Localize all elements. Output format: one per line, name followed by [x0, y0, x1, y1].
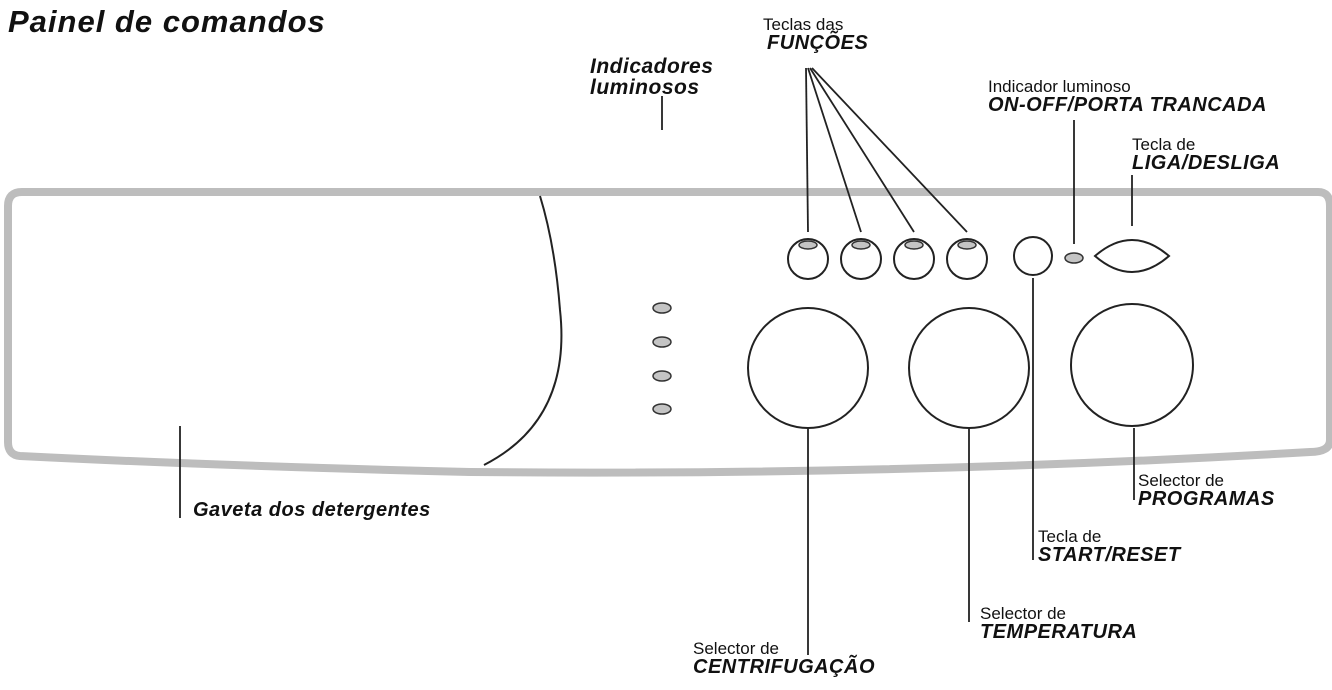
- label-big: TEMPERATURA: [980, 621, 1138, 643]
- indicator-light: [652, 336, 672, 348]
- on-off-door-lock-indicator: [1064, 252, 1084, 264]
- program-selector-knob[interactable]: [1070, 303, 1194, 427]
- label-small: Selector de: [1138, 471, 1224, 490]
- leader-line: [805, 67, 809, 233]
- start-reset-key[interactable]: [1013, 236, 1053, 276]
- label-big: FUNÇÕES: [767, 32, 869, 54]
- leader-line: [807, 67, 862, 233]
- label-big: CENTRIFUGAÇÃO: [693, 656, 876, 678]
- label-indicator-lights-line2: luminosos: [590, 76, 700, 99]
- leader-lines: [179, 67, 1135, 655]
- function-keys: [787, 238, 988, 280]
- power-key[interactable]: [1093, 239, 1171, 273]
- label-spin-selector: Selector de CENTRIFUGAÇÃO: [693, 640, 875, 677]
- detergent-drawer-edge: [483, 195, 563, 466]
- label-big: ON-OFF/PORTA TRANCADA: [988, 94, 1267, 116]
- indicator-light: [652, 403, 672, 415]
- spin-selector-knob[interactable]: [747, 307, 869, 429]
- label-function-keys: Teclas das FUNÇÕES: [763, 16, 868, 53]
- label-power-key: Tecla de LIGA/DESLIGA: [1132, 136, 1280, 173]
- label-temperature-selector: Selector de TEMPERATURA: [980, 605, 1137, 642]
- label-program-selector: Selector de PROGRAMAS: [1138, 472, 1275, 509]
- function-key[interactable]: [840, 238, 882, 280]
- label-indicator-lights-line1: Indicadores: [590, 55, 714, 78]
- function-key[interactable]: [946, 238, 988, 280]
- label-big: START/RESET: [1038, 544, 1181, 566]
- label-small: Tecla de: [1132, 135, 1196, 154]
- function-key[interactable]: [787, 238, 829, 280]
- label-indicator-lights: Indicadores luminosos: [590, 56, 713, 98]
- indicator-light: [652, 302, 672, 314]
- label-big: PROGRAMAS: [1138, 488, 1275, 510]
- label-start-reset-key: Tecla de START/RESET: [1038, 528, 1181, 565]
- temperature-selector-knob[interactable]: [908, 307, 1030, 429]
- label-small: Tecla de: [1038, 527, 1102, 546]
- label-detergent-drawer: Gaveta dos detergentes: [193, 500, 431, 520]
- indicator-lights: [652, 302, 672, 415]
- leader-line: [811, 67, 968, 233]
- page-title: Painel de comandos: [8, 4, 326, 39]
- label-small: Selector de: [693, 639, 779, 658]
- label-big: Gaveta dos detergentes: [193, 499, 431, 521]
- indicator-light: [652, 370, 672, 382]
- label-big: LIGA/DESLIGA: [1132, 152, 1281, 174]
- label-on-off-indicator: Indicador luminoso ON-OFF/PORTA TRANCADA: [988, 78, 1267, 115]
- leader-line: [809, 67, 915, 233]
- function-key[interactable]: [893, 238, 935, 280]
- label-small: Teclas das: [763, 15, 844, 34]
- label-small: Indicador luminoso: [988, 77, 1131, 96]
- label-small: Selector de: [980, 604, 1066, 623]
